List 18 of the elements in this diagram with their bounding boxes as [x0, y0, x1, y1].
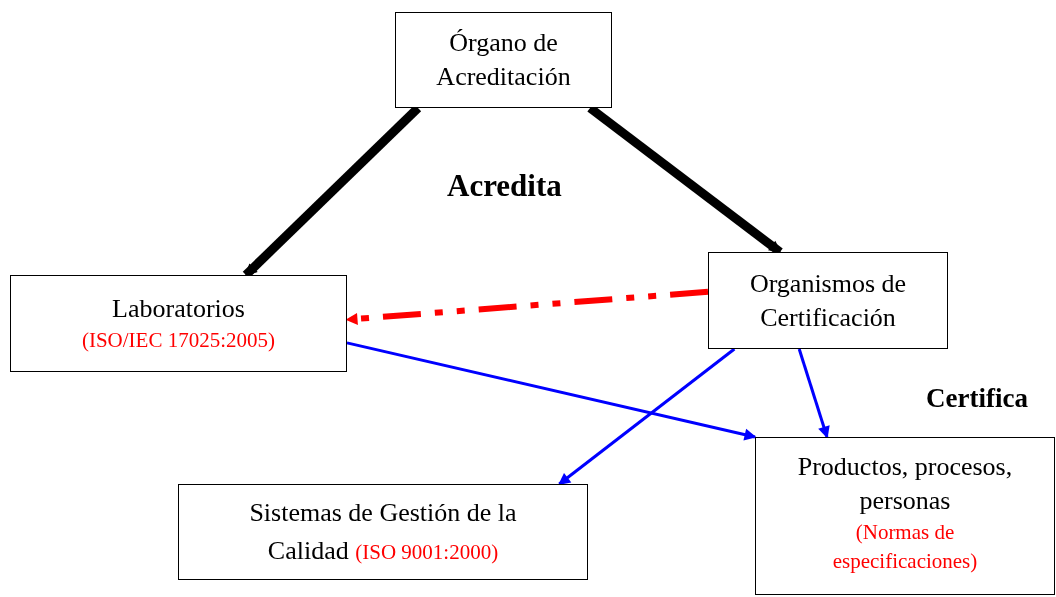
process-box [755, 437, 1055, 595]
arrow [797, 348, 830, 439]
standard-note: (ISO/IEC 17025:2005) [81, 326, 276, 354]
standard-note: (Normas de especificaciones) [831, 518, 979, 575]
arrow [558, 347, 736, 486]
box-title: Laboratorios [112, 292, 245, 325]
box-title: Organismos de Certificación [748, 267, 908, 334]
relation-label: Certifica [926, 383, 1028, 414]
process-box [708, 252, 948, 349]
process-box [10, 275, 347, 372]
process-box [395, 12, 612, 108]
process-box [178, 484, 588, 580]
relation-label: Acredita [447, 168, 562, 204]
box-title: Órgano de Acreditación [435, 27, 572, 93]
box-text: Sistemas de Gestión de la Calidad (ISO 9001:2000) [248, 497, 518, 567]
arrow [346, 341, 757, 441]
arrow [345, 288, 709, 325]
box-title: Productos, procesos, personas [796, 451, 1014, 517]
